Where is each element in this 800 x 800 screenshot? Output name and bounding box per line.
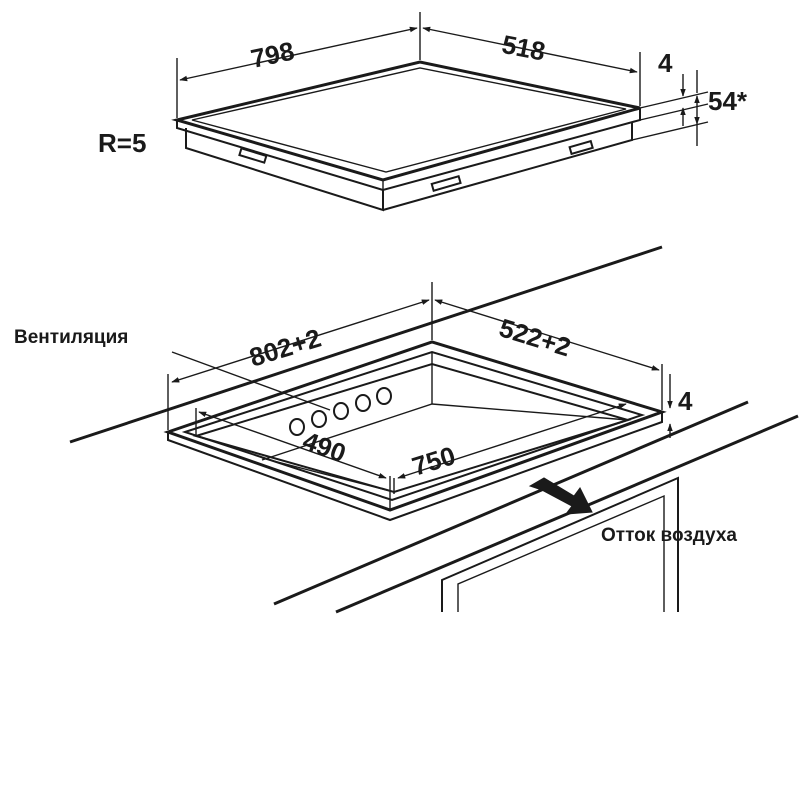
hob-glass-top: [171, 60, 641, 182]
cutout-depth-label: 522+2: [496, 312, 575, 362]
air-outflow-arrow: [528, 477, 593, 515]
hob-glass-inner-edge: [191, 67, 627, 173]
worktop-back-edge: [69, 245, 663, 444]
vent-hole: [376, 387, 392, 405]
ventilation-label: Вентиляция: [14, 327, 128, 348]
width-dimension-line: [179, 26, 418, 82]
hob-depth-label: 518: [499, 29, 547, 67]
corner-radius-label: R=5: [98, 128, 146, 158]
air-outflow-label: Отток воздуха: [601, 525, 737, 546]
vent-hole: [289, 418, 305, 436]
vent-hole: [333, 402, 349, 420]
cutout-drawing: 802+2 522+2 4 490 750 Вентиляция Отток в…: [14, 245, 799, 614]
cutout-width-dimension-line: [171, 299, 430, 383]
vent-hole: [355, 394, 371, 412]
inner-width-dimension-line: [397, 403, 627, 479]
worktop-front-edge: [273, 400, 749, 606]
hob-width-label: 798: [248, 35, 297, 73]
total-height-label: 54*: [708, 86, 748, 116]
vent-hole: [311, 410, 327, 428]
mounting-clip: [238, 147, 268, 164]
inner-depth-dimension-line: [198, 411, 387, 479]
cutout-thickness-label: 4: [678, 386, 693, 416]
cabinet-outline: [441, 476, 679, 612]
depth-dimension-line: [422, 26, 638, 74]
mounting-clip: [568, 139, 594, 156]
hob-drawing: 798 518 4 54* R=5: [98, 12, 748, 212]
cutout-width-label: 802+2: [246, 323, 325, 373]
cutout-depth-dimension-line: [434, 299, 660, 371]
glass-thickness-label: 4: [658, 48, 673, 78]
ventilation-holes: [289, 387, 392, 436]
hob-body-side: [382, 122, 633, 211]
hob-body-front: [185, 128, 384, 212]
mounting-clip: [430, 175, 462, 192]
